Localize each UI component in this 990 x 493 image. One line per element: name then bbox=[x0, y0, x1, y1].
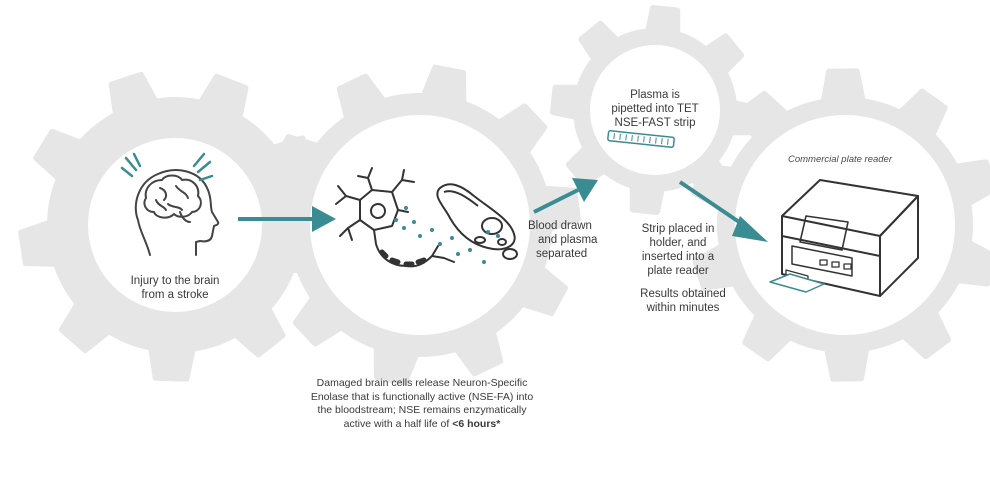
strip-line-4: plate reader bbox=[647, 265, 709, 277]
results-label: Results obtained within minutes bbox=[628, 287, 738, 315]
plasma-pipetted-label: Plasma is pipetted into TET NSE-FAST str… bbox=[585, 88, 725, 130]
gear-4-tooth bbox=[953, 239, 990, 287]
gear-4-tooth bbox=[692, 242, 739, 291]
gear-4-tooth bbox=[824, 344, 870, 382]
blood-drawn-line-2: and plasma bbox=[538, 234, 598, 246]
gear-4-tooth bbox=[742, 310, 794, 362]
gear-4-tooth bbox=[739, 90, 791, 142]
blood-drawn-line-3: separated bbox=[536, 248, 588, 260]
plate-reader-icon bbox=[769, 179, 919, 297]
release-line-3: the bloodstream; NSE remains enzymatical… bbox=[317, 404, 527, 416]
half-life-value: <6 hours* bbox=[452, 417, 501, 430]
gear-4-tooth bbox=[820, 68, 866, 106]
strip-line-2: holder, and bbox=[649, 237, 707, 249]
stage-circle-2 bbox=[310, 115, 530, 335]
gear-2-tooth bbox=[420, 64, 467, 108]
gear-1-tooth bbox=[231, 304, 286, 358]
neuron-icon bbox=[335, 167, 455, 268]
release-caption: Damaged brain cells release Neuron-Speci… bbox=[282, 377, 562, 431]
gear-3-tooth bbox=[578, 20, 621, 63]
strip-placed-label: Strip placed in holder, and inserted int… bbox=[628, 222, 728, 278]
nse-dots bbox=[394, 206, 500, 264]
gear-3-tooth bbox=[550, 84, 584, 120]
gear-4-tooth bbox=[896, 88, 948, 140]
release-line-4-text: active with a half life of bbox=[343, 417, 453, 430]
plasma-line-3: NSE-FAST strip bbox=[614, 117, 696, 129]
arrow-brain-to-cells bbox=[238, 206, 336, 232]
gear-2-tooth bbox=[518, 264, 568, 316]
gear-3-tooth bbox=[702, 33, 745, 76]
gear-1-tooth bbox=[59, 299, 113, 353]
gear-1-tooth bbox=[147, 343, 196, 382]
results-line-1: Results obtained bbox=[640, 288, 726, 300]
gear-1-tooth bbox=[197, 73, 249, 122]
plate-reader-title: Commercial plate reader bbox=[787, 154, 892, 165]
gear-1-tooth bbox=[18, 219, 61, 267]
brain-caption-line-1: Injury to the brain bbox=[130, 275, 220, 287]
blood-cell-icon bbox=[436, 183, 518, 260]
blood-drawn-line-1: Blood drawn bbox=[528, 220, 592, 232]
plasma-line-1: Plasma is bbox=[630, 89, 680, 101]
brain-head-icon bbox=[120, 152, 220, 256]
test-strip-icon bbox=[607, 130, 675, 148]
release-line-1: Damaged brain cells release Neuron-Speci… bbox=[316, 377, 528, 389]
release-line-2: Enolase that is functionally active (NSE… bbox=[310, 390, 534, 403]
release-line-4: active with a half life of <6 hours* bbox=[282, 418, 562, 432]
gear-2-tooth bbox=[494, 103, 548, 157]
plasma-line-2: pipetted into TET bbox=[611, 103, 699, 115]
strip-line-3: inserted into a bbox=[641, 251, 715, 263]
gear-3-tooth bbox=[565, 144, 608, 187]
gear-2-tooth bbox=[373, 342, 420, 386]
brain-caption: Injury to the brain from a stroke bbox=[100, 274, 250, 302]
gear-1-tooth bbox=[108, 71, 159, 119]
arrow-plasma-to-reader bbox=[678, 180, 768, 242]
gear-4-tooth bbox=[899, 308, 951, 360]
stage-circle-4 bbox=[735, 115, 955, 335]
gear-2-tooth bbox=[259, 217, 301, 265]
gear-3-tooth bbox=[645, 5, 681, 39]
gear-2-tooth bbox=[336, 73, 388, 123]
brain-caption-line-2: from a stroke bbox=[141, 289, 209, 301]
blood-drawn-label: Blood drawn and plasma separated bbox=[528, 219, 618, 261]
results-line-2: within minutes bbox=[646, 302, 720, 314]
gear-2-tooth bbox=[539, 185, 581, 233]
gear-1-tooth bbox=[33, 128, 85, 183]
gear-3-tooth bbox=[629, 181, 665, 215]
gear-4-tooth bbox=[951, 159, 990, 208]
stage-circle-1 bbox=[88, 138, 262, 312]
strip-line-1: Strip placed in bbox=[641, 223, 715, 235]
arrow-cells-to-plasma bbox=[533, 178, 598, 214]
gear-2-tooth bbox=[292, 293, 346, 347]
gear-2-tooth bbox=[452, 327, 504, 377]
gear-2-tooth bbox=[272, 134, 322, 186]
